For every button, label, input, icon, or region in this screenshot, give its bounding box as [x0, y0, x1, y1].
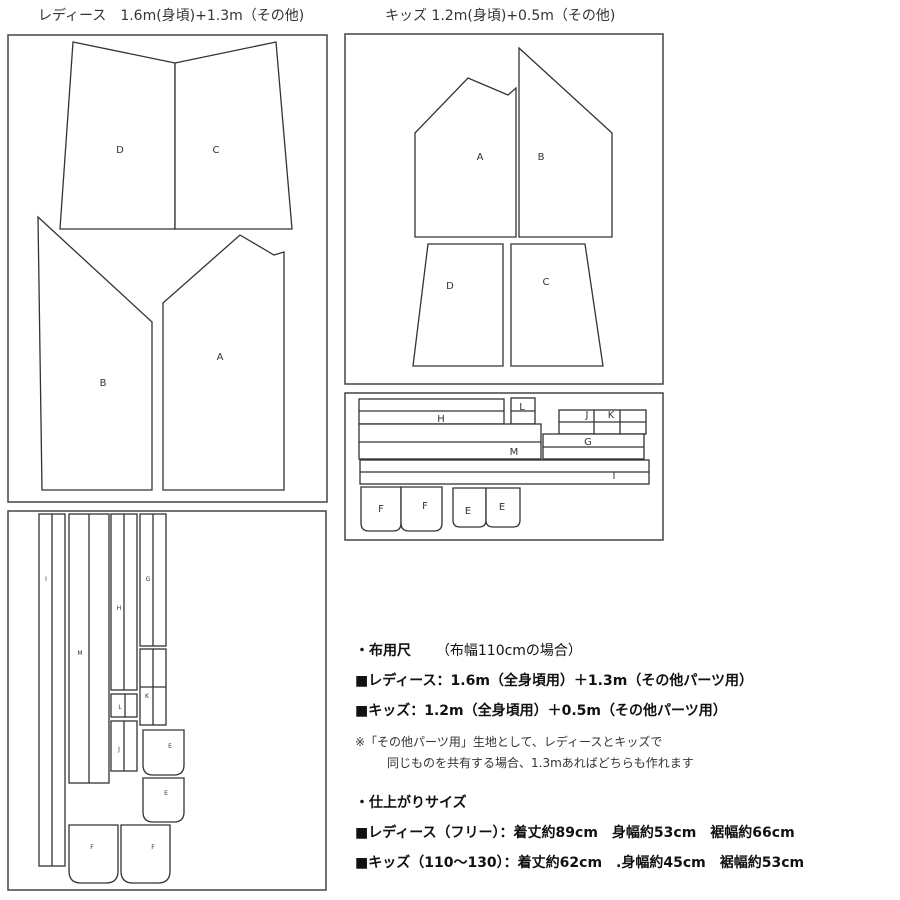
- label-i: I: [45, 576, 47, 583]
- label-g: G: [584, 437, 592, 448]
- label-e: E: [168, 743, 172, 750]
- label-d: D: [446, 281, 454, 292]
- label-h: H: [117, 605, 122, 612]
- piece-f: [120, 824, 171, 884]
- label-f: F: [90, 844, 94, 851]
- finished-size-heading: ・仕上がりサイズ: [355, 795, 467, 811]
- piece-e: [142, 777, 185, 823]
- share-note-line-1: ※「その他パーツ用」生地として、レディースとキッズで: [355, 735, 663, 749]
- label-a: A: [217, 352, 224, 363]
- piece-d: [412, 243, 504, 367]
- label-k: K: [145, 693, 150, 700]
- piece-d: [59, 41, 176, 230]
- label-f: F: [378, 504, 384, 515]
- kids-layout-title: キッズ 1.2m(身頃)+0.5m（その他): [385, 8, 616, 24]
- piece-c: [510, 243, 604, 367]
- label-j: J: [117, 746, 120, 753]
- fabric-requirement-heading: ・布用尺 （布幅110cmの場合）: [355, 640, 582, 660]
- kids-parts-panel: H L J K G M I F F E E: [344, 392, 664, 541]
- label-a: A: [477, 152, 484, 163]
- piece-f: [400, 486, 443, 532]
- label-m: M: [510, 447, 519, 458]
- label-e: E: [164, 790, 168, 797]
- kids-finished-size: ■キッズ（110〜130）：着丈約62cm .身幅約45cm 裾幅約53cm: [355, 855, 805, 871]
- label-c: C: [213, 145, 220, 156]
- ladies-body-panel: D C B A: [7, 34, 328, 503]
- piece-f: [68, 824, 119, 884]
- fabric-width-note: （布幅110cmの場合）: [435, 643, 582, 659]
- label-b: B: [538, 152, 545, 163]
- label-d: D: [116, 145, 124, 156]
- label-h: H: [437, 414, 445, 425]
- piece-b: [37, 215, 153, 491]
- piece-l: [110, 693, 138, 718]
- piece-b: [518, 46, 613, 238]
- label-m: M: [77, 650, 82, 657]
- piece-a: [414, 77, 517, 238]
- piece-e: [142, 729, 185, 776]
- share-note-line-2: 同じものを共有する場合、1.3mあればどちらも作れます: [387, 756, 694, 770]
- label-e: E: [499, 502, 505, 513]
- ladies-parts-panel: I M H G K L J E E F F: [7, 510, 327, 891]
- label-g: G: [146, 576, 151, 583]
- label-e: E: [465, 506, 471, 517]
- label-k: K: [608, 410, 615, 421]
- label-c: C: [543, 277, 550, 288]
- ladies-fabric-amount: ■レディース：1.6m（全身頃用）＋1.3m（その他パーツ用）: [355, 673, 754, 689]
- label-l: L: [519, 402, 525, 413]
- ladies-finished-size: ■レディース（フリー）：着丈約89cm 身幅約53cm 裾幅約66cm: [355, 825, 795, 841]
- label-f: F: [422, 501, 428, 512]
- kids-body-panel: A B D C: [344, 33, 664, 385]
- label-i: I: [613, 471, 616, 482]
- kids-fabric-amount: ■キッズ：1.2m（全身頃用）＋0.5m（その他パーツ用）: [355, 703, 727, 719]
- label-l: L: [118, 704, 122, 711]
- label-f: F: [151, 844, 155, 851]
- label-b: B: [100, 378, 107, 389]
- piece-c: [174, 41, 293, 230]
- ladies-layout-title: レディース 1.6m(身頃)+1.3m（その他): [38, 8, 305, 24]
- piece-e: [485, 487, 521, 528]
- fabric-title: ・布用尺: [355, 643, 411, 659]
- piece-a: [162, 234, 285, 491]
- label-j: J: [585, 410, 589, 421]
